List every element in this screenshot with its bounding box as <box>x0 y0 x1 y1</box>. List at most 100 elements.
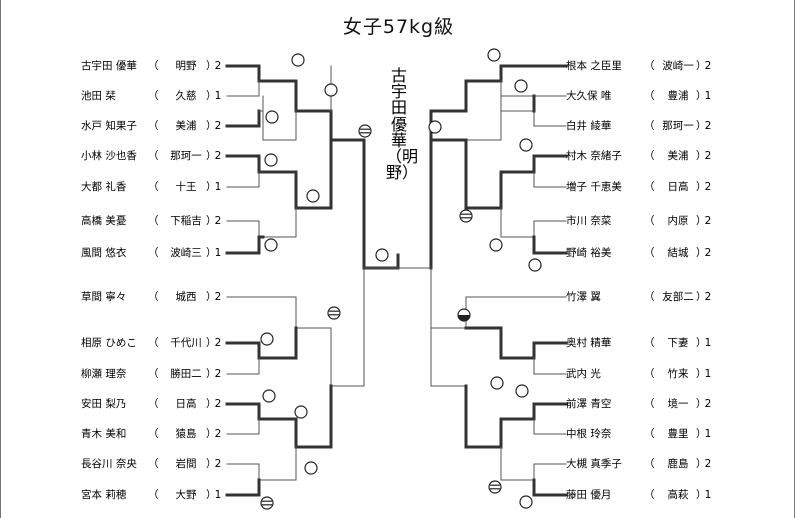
player-name: 前澤 青空 <box>566 398 612 410</box>
player-name: 大久保 唯 <box>566 90 612 102</box>
player-team: 岩間 <box>175 458 197 470</box>
paren-close: ） <box>696 489 707 501</box>
bracket-win-line <box>464 138 568 210</box>
player-row: 村木 奈緒子（美浦）2 <box>566 149 716 163</box>
paren-close: ） <box>696 90 707 102</box>
bracket-win-line <box>464 326 568 360</box>
player-score: 2 <box>214 428 222 440</box>
ippon-circle-icon <box>264 153 278 167</box>
bracket-win-line <box>225 384 333 449</box>
paren-close: ） <box>696 181 707 193</box>
player-name: 高橋 美憂 <box>81 215 127 227</box>
paren-close: ） <box>696 291 707 303</box>
paren-close: ） <box>696 368 707 380</box>
paren-close: ） <box>696 428 707 440</box>
paren-open: （ <box>148 120 159 132</box>
player-row: 中根 玲奈（豊里）1 <box>566 427 716 441</box>
paren-close: ） <box>206 90 217 102</box>
paren-open: （ <box>148 398 159 410</box>
ippon-circle-icon <box>291 53 305 67</box>
player-score: 2 <box>214 458 222 470</box>
bracket-line <box>262 95 297 141</box>
player-team: 豊里 <box>667 428 689 440</box>
player-score: 1 <box>214 90 222 102</box>
player-name: 柳瀬 理奈 <box>81 368 127 380</box>
player-row: 高橋 美憂（下稲吉）2 <box>81 214 231 228</box>
bracket-line <box>226 357 260 375</box>
paren-close: ） <box>206 489 217 501</box>
player-team: 那珂一 <box>170 150 202 162</box>
player-name: 武内 光 <box>566 368 601 380</box>
paren-close: ） <box>206 337 217 349</box>
player-score: 2 <box>704 181 712 193</box>
player-team: 日高 <box>667 181 689 193</box>
player-name: 藤田 優月 <box>566 489 612 501</box>
waza-ari-circle-icon <box>488 480 502 494</box>
player-row: 大槻 真季子（鹿島）2 <box>566 457 716 471</box>
player-name: 宮本 莉穂 <box>81 489 127 501</box>
ippon-circle-icon <box>489 238 503 252</box>
player-score: 2 <box>704 398 712 410</box>
player-name: 増子 千恵美 <box>566 181 622 193</box>
player-team: 日高 <box>175 398 197 410</box>
player-team: 波崎一 <box>662 60 694 72</box>
player-name: 長谷川 奈央 <box>81 458 137 470</box>
player-team: 境一 <box>667 398 689 410</box>
bracket-line <box>226 418 260 435</box>
bracket-line <box>430 296 567 387</box>
player-team: 大野 <box>175 489 197 501</box>
paren-close: ） <box>206 215 217 227</box>
player-team: 友部二 <box>662 291 694 303</box>
bracket-line <box>500 207 567 238</box>
player-score: 2 <box>214 60 222 72</box>
player-score: 2 <box>214 120 222 132</box>
paren-open: （ <box>644 120 655 132</box>
paren-close: ） <box>696 337 707 349</box>
player-score: 2 <box>214 215 222 227</box>
paren-close: ） <box>206 458 217 470</box>
player-name: 相原 ひめこ <box>81 337 137 349</box>
bracket-win-line <box>225 478 261 497</box>
player-team: 那珂一 <box>662 120 694 132</box>
player-row: 根本 之臣里（波崎一）2 <box>566 59 716 73</box>
player-row: 相原 ひめこ（千代川）2 <box>81 336 231 350</box>
bracket-win-line <box>532 478 568 497</box>
bracket-line <box>500 80 567 97</box>
player-score: 2 <box>704 60 712 72</box>
player-team: 下稲吉 <box>170 215 202 227</box>
paren-close: ） <box>206 120 217 132</box>
player-name: 大都 礼香 <box>81 181 127 193</box>
waza-ari-circle-icon <box>358 124 372 138</box>
ippon-circle-icon <box>306 189 320 203</box>
bracket-line <box>500 446 567 481</box>
paren-close: ） <box>206 291 217 303</box>
paren-close: ） <box>696 60 707 72</box>
bracket-line <box>465 80 502 141</box>
player-score: 1 <box>704 90 712 102</box>
bracket-line <box>500 110 567 127</box>
bracket-line <box>258 95 264 112</box>
bracket-line <box>226 207 297 238</box>
player-row: 大久保 唯（豊浦）1 <box>566 89 716 103</box>
player-team: 高萩 <box>667 489 689 501</box>
player-name: 奥村 精華 <box>566 337 612 349</box>
player-score: 1 <box>214 489 222 501</box>
player-team: 美浦 <box>175 120 197 132</box>
player-score: 1 <box>704 337 712 349</box>
player-team: 内原 <box>667 215 689 227</box>
player-name: 野崎 裕美 <box>566 247 612 259</box>
bracket-line <box>226 446 297 481</box>
bracket-line <box>226 267 365 387</box>
paren-close: ） <box>696 458 707 470</box>
paren-open: （ <box>644 398 655 410</box>
player-team: 鹿島 <box>667 458 689 470</box>
player-name: 草間 寧々 <box>81 291 127 303</box>
player-name: 竹澤 翼 <box>566 291 601 303</box>
player-score: 1 <box>704 428 712 440</box>
player-row: 野崎 裕美（結城）2 <box>566 246 716 260</box>
player-score: 2 <box>704 215 712 227</box>
player-team: 下妻 <box>667 337 689 349</box>
paren-close: ） <box>696 398 707 410</box>
paren-open: （ <box>148 247 159 259</box>
bracket-win-line <box>225 64 333 113</box>
